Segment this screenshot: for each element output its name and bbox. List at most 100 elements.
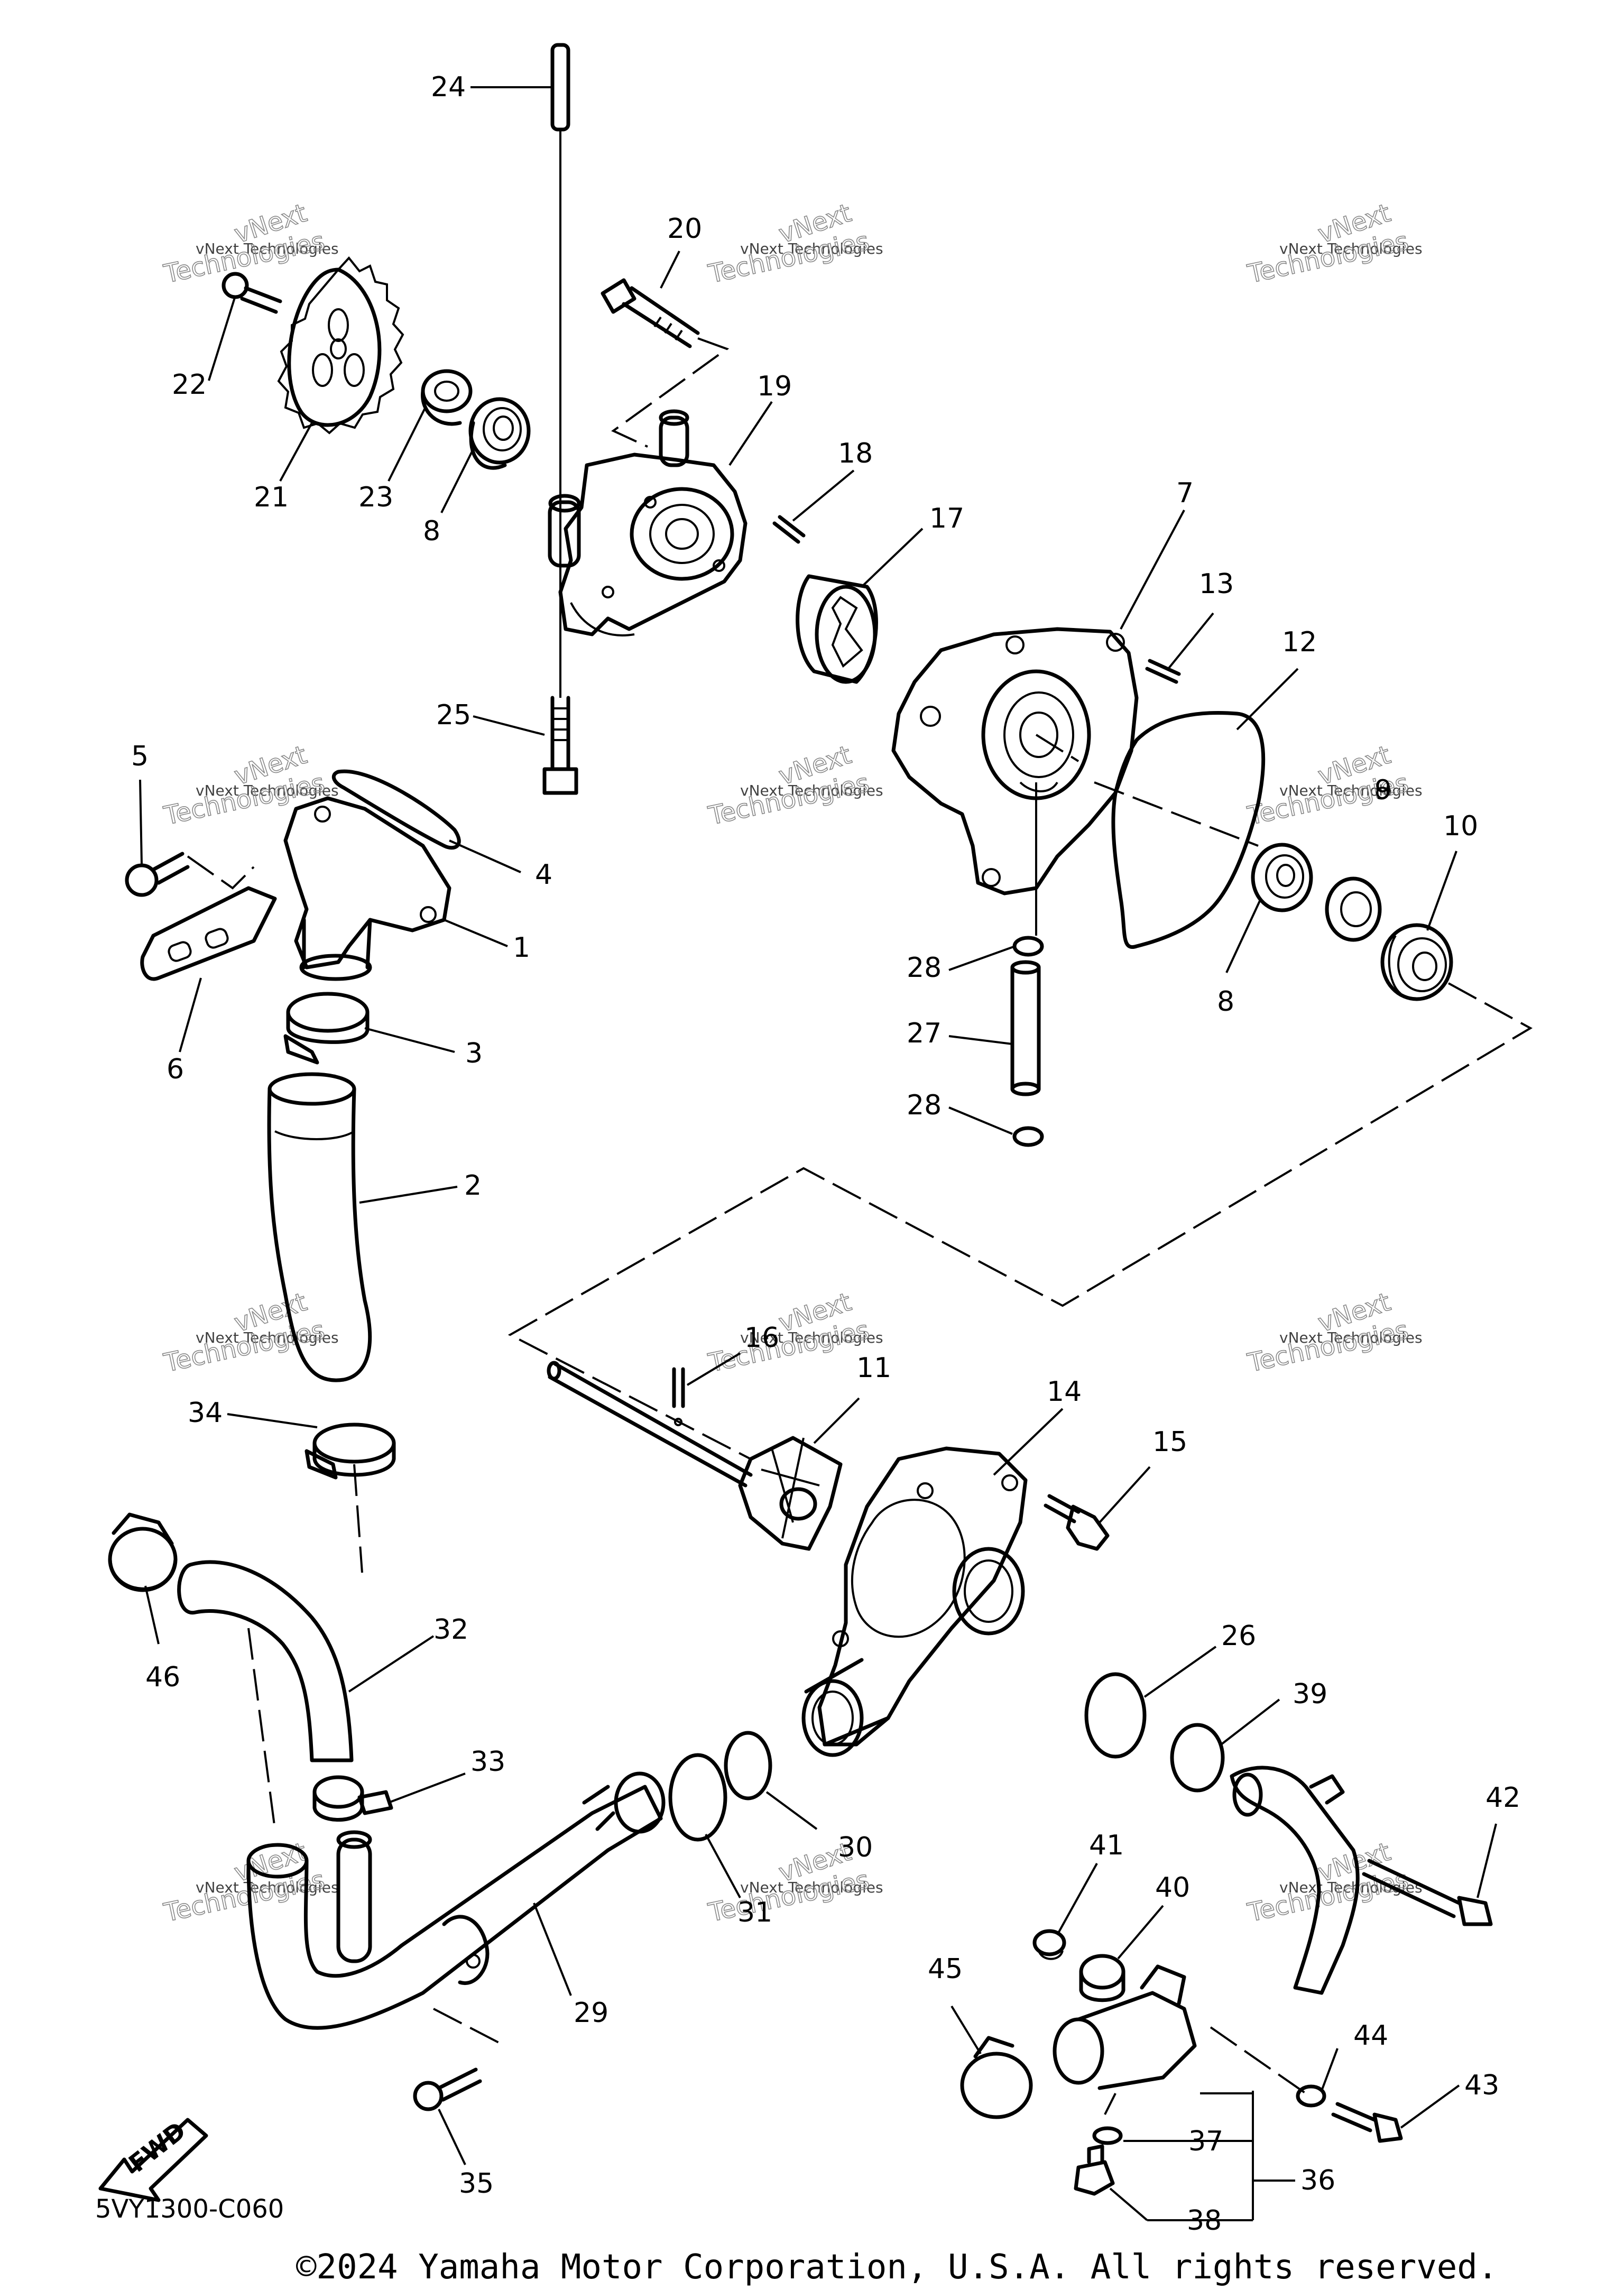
part-20-bolt	[601, 278, 730, 448]
part-4-o-ring	[331, 769, 461, 850]
callout-1: 1	[513, 932, 530, 964]
part-39-o-ring	[1170, 1723, 1225, 1793]
callout-39: 39	[1293, 1678, 1327, 1710]
watermark-text: vNext Technologies	[740, 1879, 883, 1896]
copyright-notice: ©2024 Yamaha Motor Corporation, U.S.A. A…	[296, 2248, 1498, 2287]
part-7-pump-cover	[891, 627, 1139, 895]
part-8-bearing-lower	[1251, 843, 1313, 912]
callout-40: 40	[1155, 1872, 1190, 1904]
part-31-o-ring	[668, 1753, 727, 1842]
callout-23: 23	[358, 482, 393, 513]
callout-37: 37	[1188, 2126, 1223, 2157]
part-43-bolt	[1331, 2102, 1403, 2143]
callout-14: 14	[1047, 1376, 1082, 1408]
callout-13: 13	[1199, 568, 1234, 600]
part-15-bolt	[1044, 1494, 1110, 1551]
part-36-fitting	[1053, 1964, 1307, 2115]
callout-8-lower: 8	[1217, 986, 1234, 1018]
callout-32: 32	[433, 1614, 468, 1646]
callout-38: 38	[1187, 2205, 1222, 2237]
part-27-pipe	[1010, 782, 1044, 1147]
watermark-text: vNext Technologies	[740, 782, 883, 799]
part-18-pin	[772, 515, 806, 544]
callout-30: 30	[838, 1832, 873, 1863]
callout-24: 24	[431, 71, 466, 103]
watermark-text: vNext Technologies	[196, 782, 339, 799]
part-32-hose	[177, 1560, 354, 1830]
callout-36: 36	[1300, 2165, 1335, 2196]
callout-9: 9	[1374, 774, 1392, 806]
part-16-pin	[672, 1367, 685, 1426]
callout-8-upper: 8	[423, 515, 440, 547]
part-30-o-ring	[724, 1731, 772, 1800]
callout-labels: 24 20 19 18 17 7 13 12 10 8 28 27 28 22 …	[131, 71, 1520, 2237]
callout-19: 19	[757, 371, 792, 402]
part-25-bolt	[542, 696, 578, 795]
part-33-clamp	[312, 1775, 393, 1822]
callout-5: 5	[131, 741, 149, 772]
part-11-impeller-shaft	[547, 1361, 843, 1551]
watermark-text: vNext Technologies	[1279, 782, 1423, 799]
part-6-bracket	[140, 886, 277, 981]
watermark-text: vNext Technologies	[1279, 1879, 1423, 1896]
callout-29: 29	[574, 1997, 608, 2029]
callout-35: 35	[459, 2168, 494, 2200]
callout-12: 12	[1282, 626, 1317, 658]
callout-43: 43	[1464, 2070, 1499, 2101]
callout-28-upper: 28	[907, 952, 942, 984]
callout-42: 42	[1485, 1782, 1520, 1814]
callout-22: 22	[172, 369, 207, 401]
part-42-bolt	[1362, 1859, 1493, 1926]
part-23-collar	[421, 369, 473, 426]
callout-16: 16	[744, 1322, 779, 1354]
callout-31: 31	[737, 1897, 772, 1928]
callout-6: 6	[167, 1054, 184, 1085]
part-13-pin	[1145, 659, 1181, 684]
callout-26: 26	[1221, 1620, 1256, 1652]
callout-leaders	[139, 86, 1497, 2221]
watermark-text: vNext Technologies	[740, 240, 883, 257]
part-35-bolt	[413, 2067, 482, 2111]
callout-27: 27	[907, 1018, 942, 1049]
part-5-bolt	[125, 852, 255, 897]
part-21-sprocket	[277, 256, 404, 435]
callout-15: 15	[1152, 1426, 1187, 1458]
part-34-clamp	[304, 1423, 396, 1573]
fwd-arrow-icon: FWD	[98, 2116, 208, 2202]
callout-17: 17	[929, 503, 964, 534]
part-46-clamp	[108, 1512, 178, 1592]
part-1-inlet-fitting	[283, 796, 451, 981]
callout-4: 4	[535, 859, 552, 891]
callout-28-lower: 28	[907, 1089, 942, 1121]
part-14-pump-body	[801, 1446, 1028, 1757]
callout-11: 11	[856, 1352, 891, 1384]
part-45-clamp	[960, 2036, 1033, 2119]
part-40-collar	[1079, 1954, 1125, 2002]
diagram-code: 5VY1300-C060	[95, 2194, 284, 2224]
part-outlet-pipe	[1230, 1766, 1360, 1995]
callout-18: 18	[838, 438, 873, 469]
part-26-o-ring	[1084, 1672, 1147, 1759]
callout-34: 34	[188, 1397, 223, 1429]
part-8-bearing-upper	[468, 397, 531, 470]
part-3-clamp	[283, 992, 370, 1065]
part-38-drain-bolt	[1074, 2144, 1115, 2196]
callout-44: 44	[1353, 2020, 1388, 2052]
part-19-pump-housing	[548, 409, 748, 636]
part-37-washer	[1092, 2126, 1123, 2145]
callout-3: 3	[465, 1038, 483, 1069]
part-44-washer	[1296, 2084, 1326, 2108]
callout-10: 10	[1443, 810, 1478, 842]
callout-46: 46	[145, 1661, 180, 1693]
callout-45: 45	[928, 1953, 963, 1985]
callout-7: 7	[1176, 477, 1194, 509]
